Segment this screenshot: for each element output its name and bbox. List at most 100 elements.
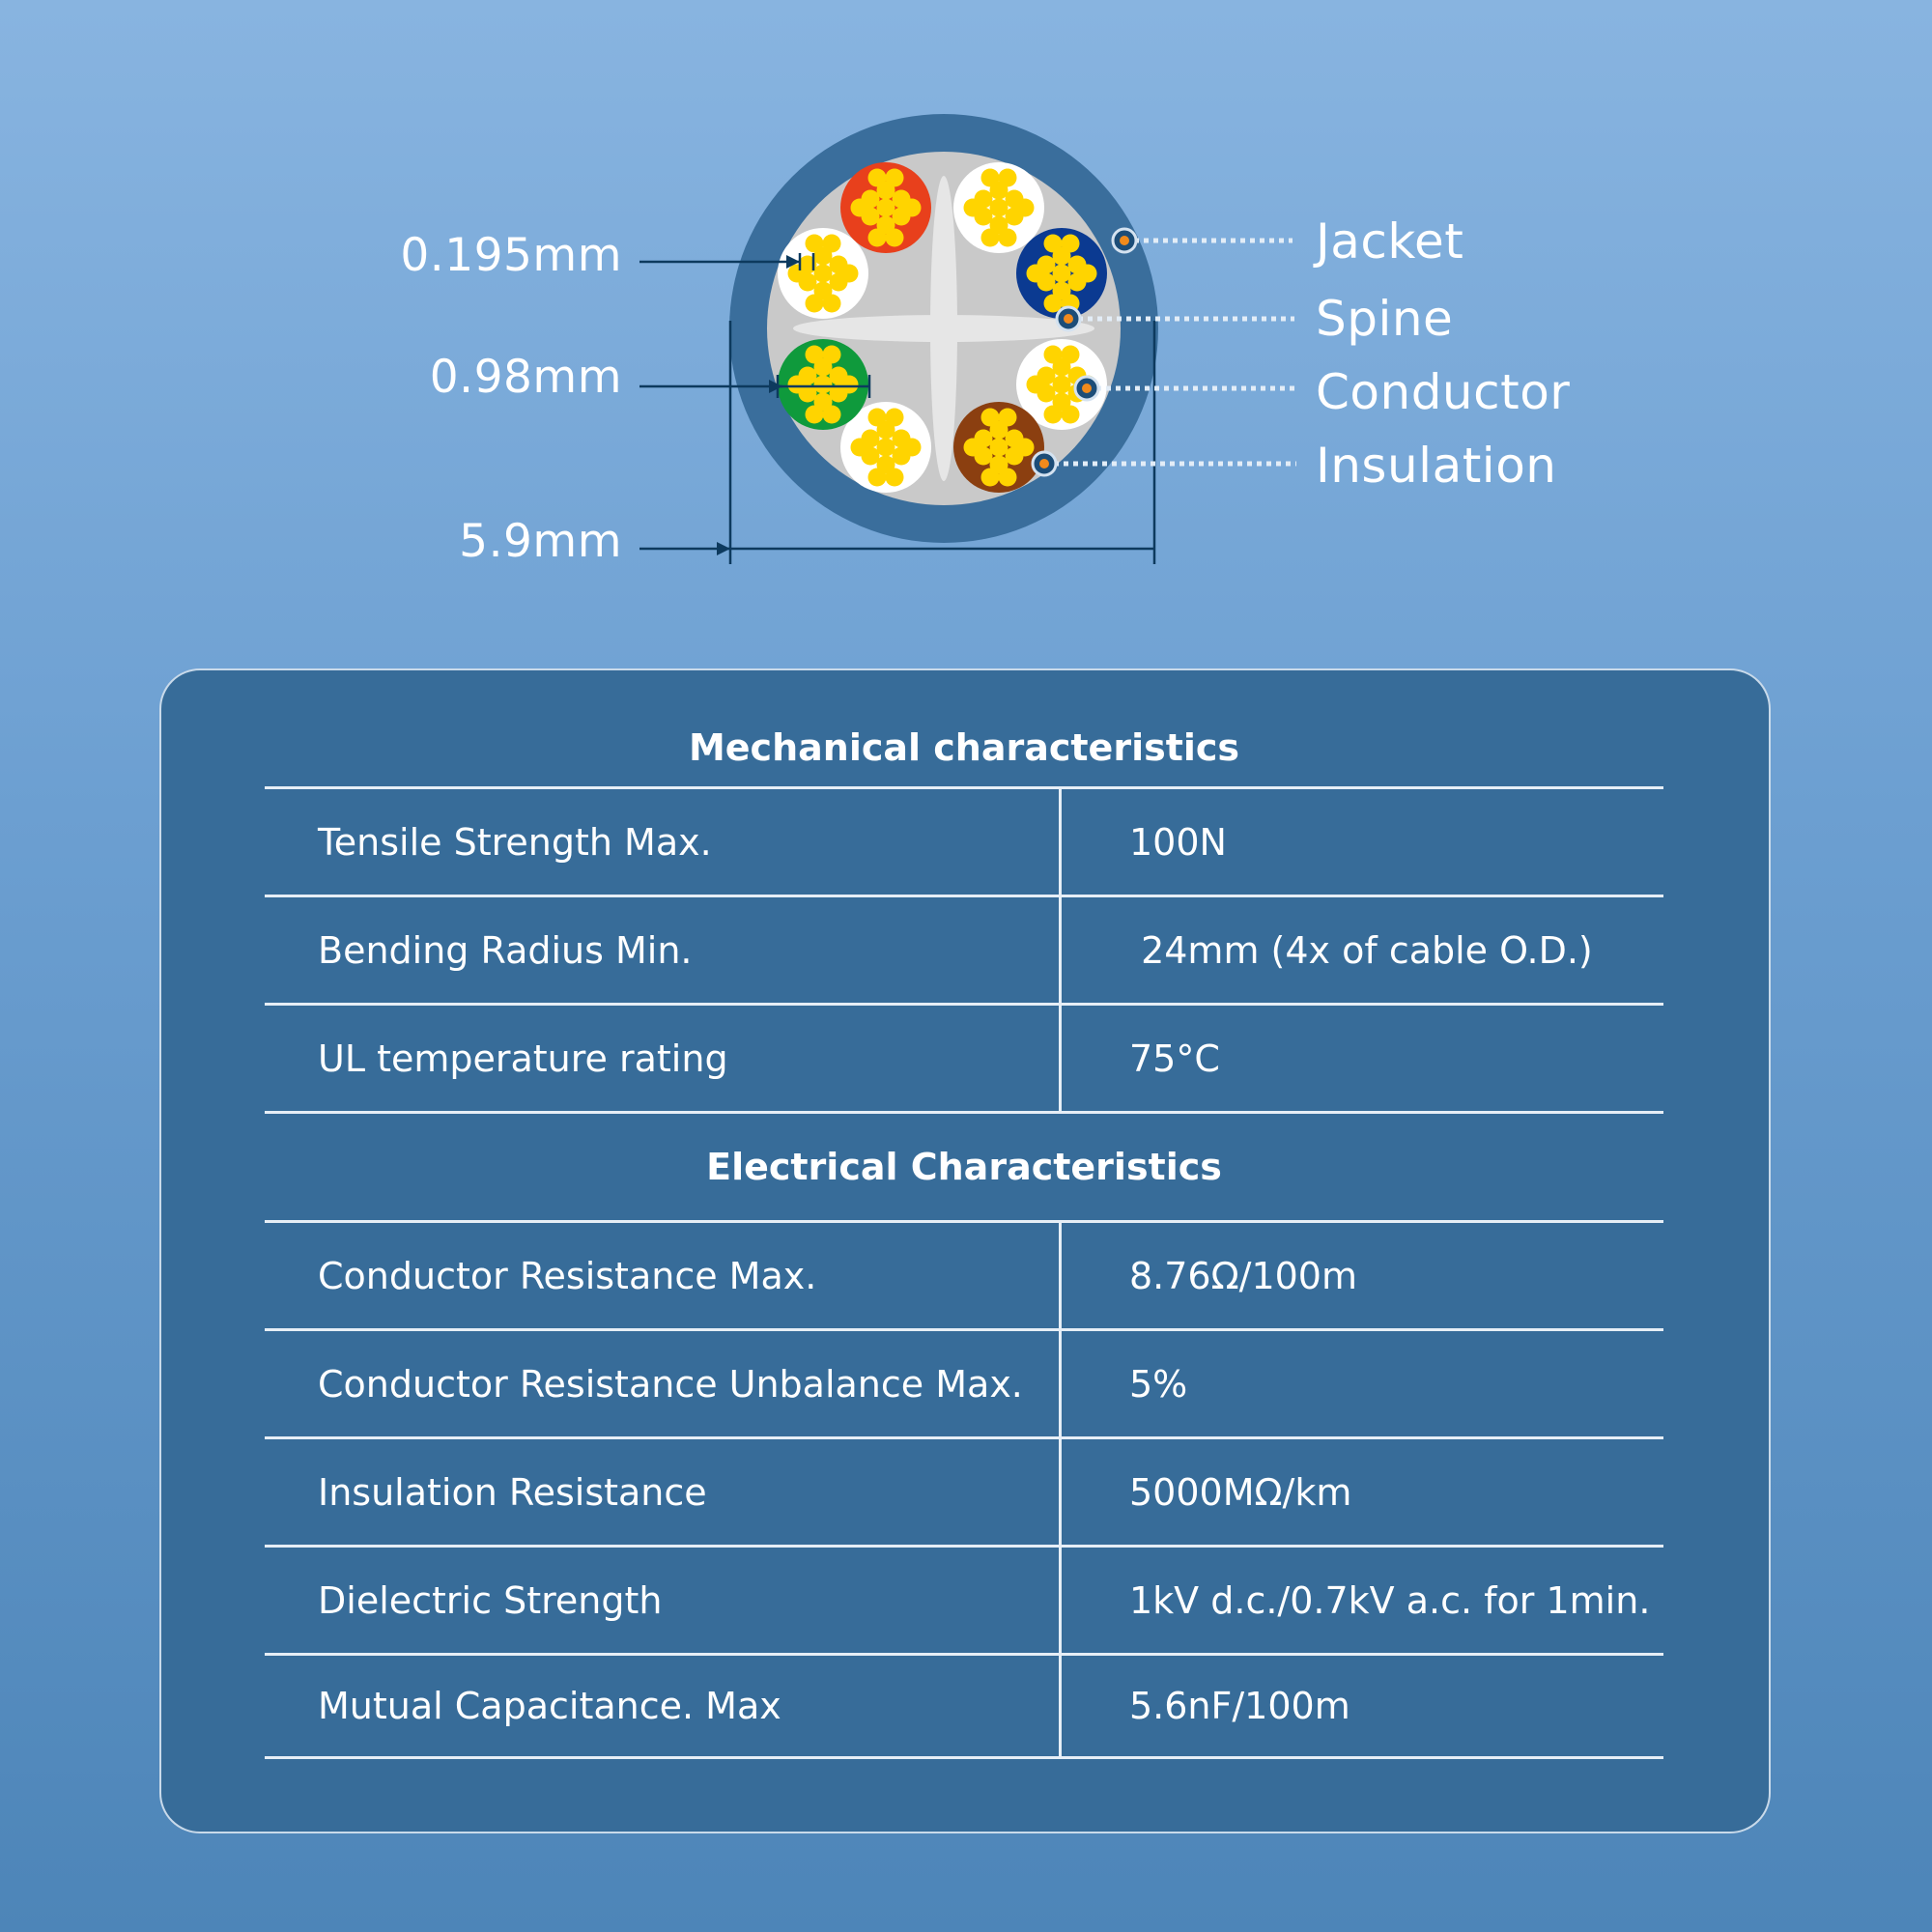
conductor-strand xyxy=(980,468,1000,487)
specifications-card: Mechanical characteristics Tensile Stren… xyxy=(159,668,1771,1833)
conductor-strand xyxy=(850,438,869,457)
twisted-pair-wire xyxy=(953,162,1044,253)
twisted-pair-wire xyxy=(953,402,1044,493)
spec-name: Bending Radius Min. xyxy=(265,897,1062,1003)
conductor-strand xyxy=(902,198,922,217)
conductor-strand xyxy=(980,408,1000,427)
conductor-strand xyxy=(998,468,1017,487)
spec-value: 5.6nF/100m xyxy=(1129,1685,1350,1727)
conductor-strand xyxy=(1026,375,1045,394)
conductor-strand xyxy=(867,408,887,427)
conductor-strand xyxy=(839,375,859,394)
conductor-strand xyxy=(998,168,1017,187)
conductor-strand xyxy=(1061,234,1080,253)
jacket-label: Jacket xyxy=(1316,213,1464,270)
conductor-strand xyxy=(885,468,904,487)
conductor-strand xyxy=(885,168,904,187)
twisted-pair-wire xyxy=(840,402,931,493)
spec-name: Mutual Capacitance. Max xyxy=(265,1656,1062,1756)
conductor-strand xyxy=(813,375,833,394)
outer-diameter-label: 5.9mm xyxy=(459,515,622,568)
spec-value: 75°C xyxy=(1129,1037,1220,1080)
spec-value: 5000MΩ/km xyxy=(1129,1470,1352,1514)
conductor-strand xyxy=(839,264,859,283)
conductor-label: Conductor xyxy=(1316,364,1571,420)
electrical-heading: Electrical Characteristics xyxy=(265,1114,1663,1223)
spec-name: Tensile Strength Max. xyxy=(265,789,1062,895)
conductor-strand xyxy=(1015,198,1035,217)
conductor-strand xyxy=(885,228,904,247)
conductor-strand xyxy=(805,294,824,313)
conductor-arrowhead xyxy=(769,380,782,393)
twisted-pair-wire xyxy=(778,339,868,430)
conductor-strand xyxy=(787,375,807,394)
conductor-strand xyxy=(822,234,841,253)
cable-cross-section xyxy=(639,114,1296,564)
conductor-strand xyxy=(876,198,895,217)
conductor-strand xyxy=(1015,438,1035,457)
twisted-pair-wire xyxy=(778,228,868,319)
twisted-pair-wire xyxy=(1016,339,1107,430)
spine-horizontal xyxy=(793,315,1094,342)
spec-value: 100N xyxy=(1129,820,1227,864)
conductor-strand xyxy=(805,345,824,364)
stranding-diameter-label: 0.195mm xyxy=(400,229,622,282)
conductor-strand xyxy=(989,198,1009,217)
conductor-strand xyxy=(867,168,887,187)
conductor-strand xyxy=(963,438,982,457)
conductor-strand xyxy=(867,468,887,487)
conductor-strand xyxy=(805,405,824,424)
conductor-strand xyxy=(1061,405,1080,424)
table-row: UL temperature rating 75°C xyxy=(265,1006,1663,1114)
spec-name: Insulation Resistance xyxy=(265,1439,1062,1545)
conductor-strand xyxy=(787,264,807,283)
insulation-label: Insulation xyxy=(1316,438,1557,494)
conductor-strand xyxy=(980,228,1000,247)
cable-cross-section-diagram: 0.195mm 0.98mm 5.9mm Jacket Spine Conduc… xyxy=(0,0,1932,657)
spec-value: 24mm (4x of cable O.D.) xyxy=(1129,928,1593,972)
conductor-marker-dot xyxy=(1082,384,1092,393)
spec-name: Conductor Resistance Unbalance Max. xyxy=(265,1331,1062,1436)
conductor-strand xyxy=(876,438,895,457)
conductor-strand xyxy=(1043,234,1063,253)
conductor-strand xyxy=(1052,375,1071,394)
conductor-strand xyxy=(813,264,833,283)
twisted-pair-wire xyxy=(1016,228,1107,319)
conductor-diameter-label: 0.98mm xyxy=(429,351,622,404)
conductor-strand xyxy=(822,294,841,313)
spec-name: Conductor Resistance Max. xyxy=(265,1223,1062,1328)
twisted-pair-wire xyxy=(840,162,931,253)
conductor-strand xyxy=(805,234,824,253)
spine-label: Spine xyxy=(1316,291,1454,347)
conductor-strand xyxy=(1043,294,1063,313)
insulation-marker-dot xyxy=(1039,459,1049,469)
spec-name: Dielectric Strength xyxy=(265,1548,1062,1653)
mechanical-heading: Mechanical characteristics xyxy=(265,709,1663,789)
conductor-strand xyxy=(1043,345,1063,364)
spine-marker-dot xyxy=(1064,314,1073,324)
spec-value: 1kV d.c./0.7kV a.c. for 1min. xyxy=(1129,1578,1651,1622)
conductor-strand xyxy=(885,408,904,427)
table-row: Dielectric Strength 1kV d.c./0.7kV a.c. … xyxy=(265,1548,1663,1656)
specifications-table: Mechanical characteristics Tensile Stren… xyxy=(265,709,1663,1759)
table-row: Bending Radius Min. 24mm (4x of cable O.… xyxy=(265,897,1663,1006)
conductor-strand xyxy=(850,198,869,217)
stranding-arrowhead xyxy=(786,255,800,269)
table-row: Conductor Resistance Unbalance Max. 5% xyxy=(265,1331,1663,1439)
table-row: Insulation Resistance 5000MΩ/km xyxy=(265,1439,1663,1548)
conductor-strand xyxy=(989,438,1009,457)
spec-value: 5% xyxy=(1129,1362,1188,1406)
conductor-strand xyxy=(1043,405,1063,424)
table-row: Conductor Resistance Max. 8.76Ω/100m xyxy=(265,1223,1663,1331)
conductor-strand xyxy=(902,438,922,457)
conductor-strand xyxy=(867,228,887,247)
outer-arrowhead xyxy=(717,542,730,555)
conductor-strand xyxy=(980,168,1000,187)
conductor-strand xyxy=(963,198,982,217)
conductor-strand xyxy=(1026,264,1045,283)
conductor-strand xyxy=(1061,345,1080,364)
jacket-marker-dot xyxy=(1120,236,1129,245)
conductor-strand xyxy=(998,408,1017,427)
conductor-strand xyxy=(1052,264,1071,283)
spec-name: UL temperature rating xyxy=(265,1006,1062,1111)
